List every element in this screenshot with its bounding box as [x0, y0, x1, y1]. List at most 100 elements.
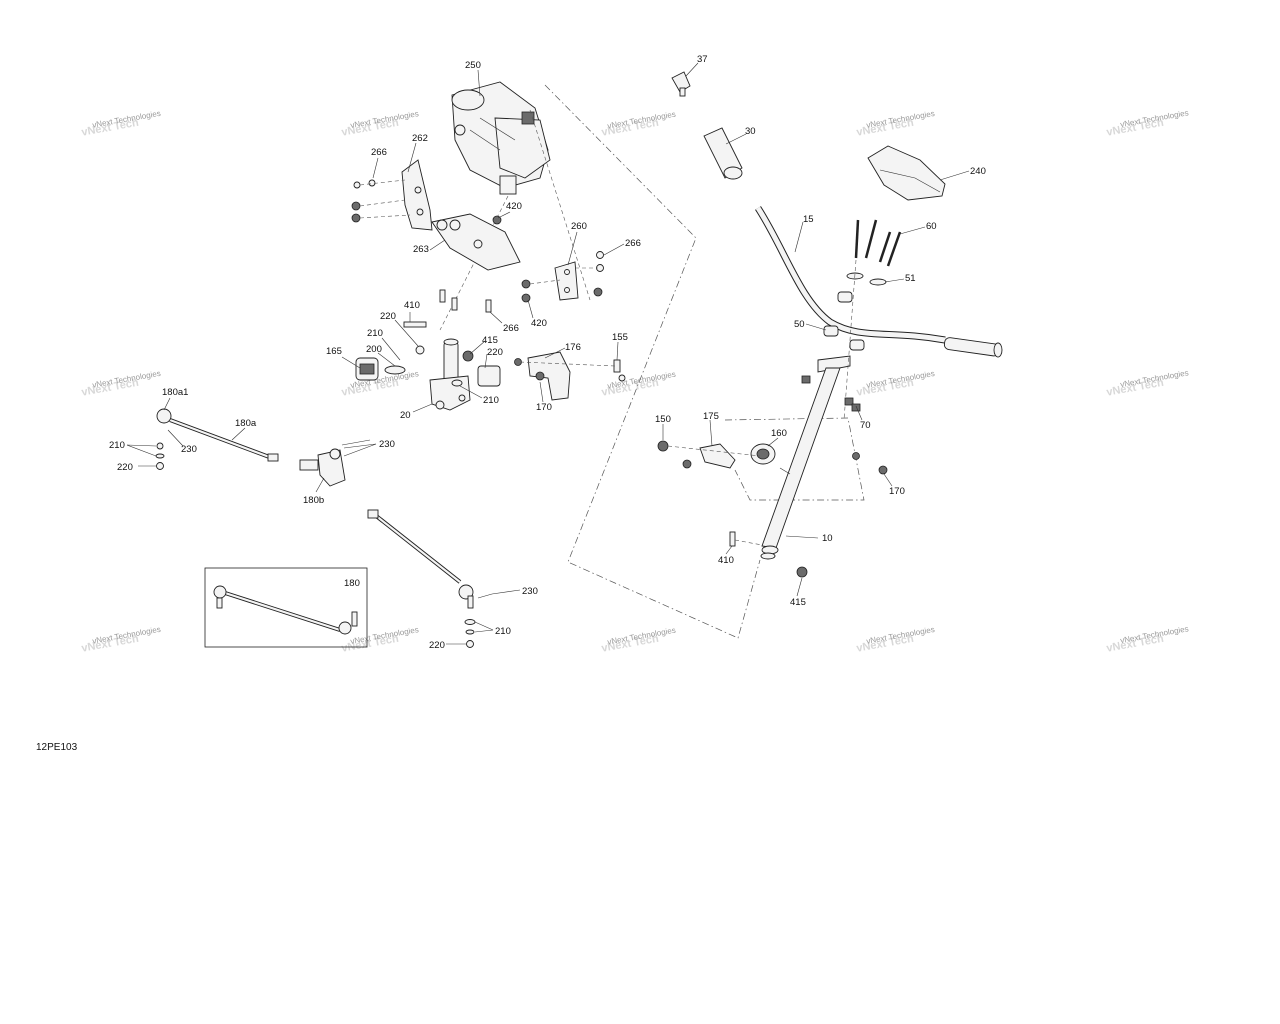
- nuts-170-right: [779, 452, 888, 475]
- callout-170: 170: [536, 402, 552, 413]
- bolts-266-bottom: [439, 215, 502, 313]
- assembly-axis: [667, 445, 761, 457]
- washer-220-210: [415, 345, 463, 387]
- callout-70: 70: [860, 420, 871, 431]
- bracket-175: [699, 443, 736, 469]
- callout-150: 150: [655, 414, 671, 425]
- callout-10: 10: [822, 533, 833, 544]
- callout-labels: 250 262 266 263 420 260 266 266 420 410 …: [109, 54, 986, 651]
- callout-175: 175: [703, 411, 719, 422]
- assembly-envelope-line: [724, 417, 865, 501]
- callout-30: 30: [745, 126, 756, 137]
- handlebar-15: [755, 206, 1003, 358]
- callout-266: 266: [625, 238, 641, 249]
- callout-415: 415: [482, 335, 498, 346]
- steering-arm-20: [429, 338, 471, 411]
- callout-220: 220: [429, 640, 445, 651]
- callout-51: 51: [905, 273, 916, 284]
- diagram-reference-code: 12PE103: [36, 742, 78, 753]
- callout-180: 180: [344, 578, 360, 589]
- callout-50: 50: [794, 319, 805, 330]
- power-steering-unit: [451, 81, 551, 195]
- callout-20: 20: [400, 410, 411, 421]
- callout-176: 176: [565, 342, 581, 353]
- callout-230: 230: [522, 586, 538, 597]
- bracket-262: [401, 159, 433, 231]
- nuts-70: [801, 375, 861, 412]
- callout-200: 200: [366, 344, 382, 355]
- callout-250: 250: [465, 60, 481, 71]
- tie-rod-180a: [155, 408, 279, 470]
- callout-260: 260: [571, 221, 587, 232]
- callout-263: 263: [413, 244, 429, 255]
- callout-266: 266: [503, 323, 519, 334]
- callout-210: 210: [483, 395, 499, 406]
- callout-230: 230: [379, 439, 395, 450]
- callout-410: 410: [718, 555, 734, 566]
- bushing-165: [355, 357, 379, 381]
- inset-tie-rod-180: [213, 585, 358, 635]
- callout-160: 160: [771, 428, 787, 439]
- washers-51: [846, 272, 887, 286]
- callout-240: 240: [970, 166, 986, 177]
- callout-60: 60: [926, 221, 937, 232]
- assembly-axis: [529, 109, 591, 301]
- callout-15: 15: [803, 214, 814, 225]
- tie-rod-180b: [299, 439, 371, 487]
- callout-155: 155: [612, 332, 628, 343]
- bushing-160: [750, 443, 776, 465]
- callout-415: 415: [790, 597, 806, 608]
- callout-210: 210: [109, 440, 125, 451]
- bracket-176: [514, 351, 571, 401]
- callout-165: 165: [326, 346, 342, 357]
- callout-210: 210: [495, 626, 511, 637]
- callout-210: 210: [367, 328, 383, 339]
- callout-170: 170: [889, 486, 905, 497]
- callout-37: 37: [697, 54, 708, 65]
- washer-200: [384, 365, 406, 375]
- bolts-266-left: [351, 179, 411, 223]
- bracket-260: [554, 261, 579, 301]
- steering-column-10: [760, 355, 851, 560]
- bolt-410: [403, 321, 427, 328]
- assembly-axis: [519, 361, 616, 367]
- callout-420: 420: [506, 201, 522, 212]
- inset-box-180: [204, 567, 368, 648]
- callout-266: 266: [371, 147, 387, 158]
- bracket-263: [431, 213, 521, 271]
- assembly-axis: [843, 259, 857, 421]
- end-plug-37: [671, 71, 691, 97]
- bolt-410-right: [729, 531, 763, 547]
- tie-rod-lower: [367, 509, 493, 648]
- callout-180a1: 180a1: [162, 387, 188, 398]
- grip-30: [703, 127, 743, 180]
- callout-180b: 180b: [303, 495, 324, 506]
- callout-230: 230: [181, 444, 197, 455]
- leader-lines: [126, 62, 970, 645]
- clamps-50: [823, 291, 865, 351]
- nut-415-right: [796, 566, 808, 578]
- callout-220: 220: [380, 311, 396, 322]
- callout-220: 220: [117, 462, 133, 473]
- nut-150: [657, 440, 692, 469]
- bolts-266-right: [521, 251, 604, 303]
- bolts-60: [854, 219, 902, 267]
- callout-180a: 180a: [235, 418, 257, 429]
- callout-220: 220: [487, 347, 503, 358]
- callout-410: 410: [404, 300, 420, 311]
